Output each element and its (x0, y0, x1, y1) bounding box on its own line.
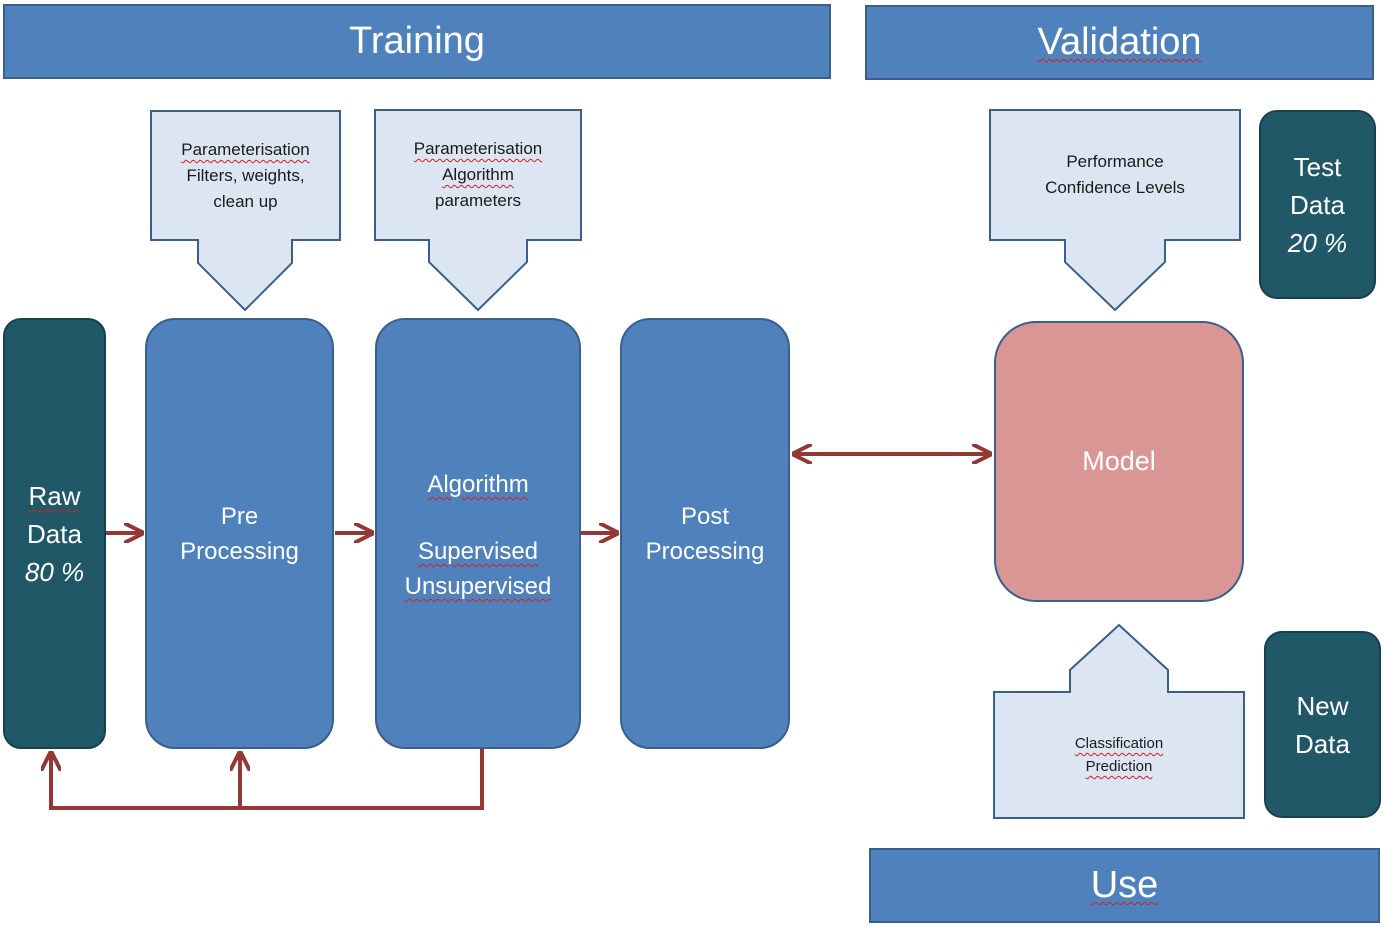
model-label: Model (1082, 446, 1156, 476)
new-data-block: New Data (1264, 631, 1381, 818)
algorithm-block: Algorithm Supervised Unsupervised (375, 318, 581, 749)
new-data-line2: Data (1295, 728, 1350, 759)
pre-processing-line2: Processing (180, 537, 299, 565)
post-processing-line1: Post (680, 502, 730, 530)
test-data-line2: Data (1290, 189, 1345, 220)
pre-processing-line1: Pre (220, 502, 259, 530)
use-output-line1: Classification (1074, 735, 1164, 752)
use-header: Use (869, 848, 1380, 923)
pre-processing-block: Pre Processing (145, 318, 334, 749)
algorithm-line2: Supervised (417, 538, 539, 565)
pre-params-line3: clean up (213, 192, 278, 211)
algorithm-line3: Unsupervised (404, 573, 552, 600)
use-header-label: Use (1090, 864, 1159, 906)
algo-params-line1: Parameterisation (413, 139, 543, 158)
post-processing-block: Post Processing (620, 318, 790, 749)
algorithm-line1: Algorithm (427, 471, 529, 498)
new-data-line1: New (1296, 690, 1349, 721)
performance-line1: Performance (1066, 152, 1164, 171)
algo-params-line3: parameters (435, 191, 521, 210)
use-output-line2: Prediction (1085, 758, 1153, 775)
use-output-callout-shape (993, 623, 1245, 819)
raw-data-block: Raw Data 80 % (3, 318, 106, 749)
raw-data-line1: Raw (28, 480, 81, 511)
algo-params-callout-shape (374, 109, 582, 312)
performance-callout-shape (989, 109, 1241, 312)
raw-data-line2: Data (27, 518, 82, 549)
raw-data-percent: 80 % (24, 556, 85, 587)
training-header-label: Training (349, 20, 485, 62)
test-data-line1: Test (1293, 151, 1342, 182)
training-header: Training (3, 4, 831, 79)
test-data-block: Test Data 20 % (1259, 110, 1376, 299)
algo-params-callout: Parameterisation Algorithm parameters (375, 135, 581, 215)
model-block: Model (994, 321, 1244, 602)
pre-params-line2: Filters, weights, (186, 166, 305, 185)
use-output-callout: Classification Prediction (994, 732, 1244, 778)
pre-params-line1: Parameterisation (181, 140, 310, 159)
post-processing-line2: Processing (645, 537, 765, 565)
feedback-loop-line (51, 749, 484, 810)
test-data-percent: 20 % (1287, 227, 1348, 258)
performance-line2: Confidence Levels (1045, 178, 1185, 197)
validation-header-label: Validation (1037, 21, 1202, 63)
algo-params-line2: Algorithm (442, 165, 514, 184)
pre-params-callout: Parameterisation Filters, weights, clean… (151, 136, 340, 216)
performance-callout: Performance Confidence Levels (990, 148, 1240, 202)
validation-header: Validation (865, 5, 1374, 80)
